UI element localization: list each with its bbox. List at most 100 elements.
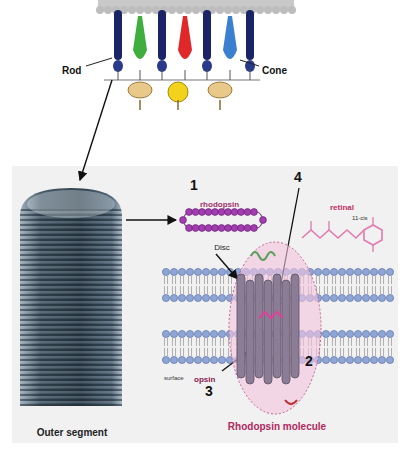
lipid-tail bbox=[164, 286, 165, 294]
lipid-head bbox=[170, 330, 177, 337]
pigment-bump bbox=[168, 6, 176, 14]
disc-stripe bbox=[20, 389, 122, 390]
lipid-tail bbox=[335, 348, 336, 356]
bipolar-cell bbox=[168, 82, 188, 102]
label-slot: Rod bbox=[62, 60, 81, 78]
lipid-tail bbox=[223, 338, 224, 346]
disc-highlight bbox=[20, 287, 122, 288]
lipid-head bbox=[362, 294, 369, 301]
lipid-tail bbox=[372, 286, 373, 294]
lipid-tail bbox=[215, 348, 216, 356]
lipid-head bbox=[354, 356, 361, 363]
part-label: rhodopsin bbox=[200, 201, 239, 210]
disc-highlight bbox=[20, 242, 122, 243]
carbon-chain bbox=[302, 230, 364, 238]
lipid-head bbox=[162, 294, 169, 301]
pigment-bump bbox=[272, 6, 280, 14]
lipid-tail bbox=[196, 276, 197, 284]
disc-stripe bbox=[20, 349, 122, 350]
disc-highlight bbox=[20, 272, 122, 273]
lipid-head bbox=[194, 294, 201, 301]
lipid-tail bbox=[183, 286, 184, 294]
lipid-tail bbox=[327, 276, 328, 284]
lipid-tail bbox=[351, 276, 352, 284]
lipid-tail bbox=[175, 338, 176, 346]
disc-stripe bbox=[20, 299, 122, 300]
part-label: Rhodopsin molecule bbox=[228, 421, 326, 432]
lipid-head bbox=[362, 330, 369, 337]
lipid-head bbox=[202, 356, 209, 363]
lipid-tail bbox=[356, 276, 357, 284]
extracellular-loop bbox=[251, 252, 275, 260]
lipid-tail bbox=[340, 276, 341, 284]
lipid-tail bbox=[196, 286, 197, 294]
lipid-head bbox=[354, 330, 361, 337]
disc-stripe bbox=[20, 334, 122, 335]
lipid-tail bbox=[359, 276, 360, 284]
lipid-tail bbox=[391, 348, 392, 356]
lipid-tail bbox=[327, 348, 328, 356]
helix bbox=[291, 274, 299, 378]
disc-highlight bbox=[20, 302, 122, 303]
lipid-tail bbox=[220, 276, 221, 284]
lipid-tail bbox=[383, 338, 384, 346]
lipid-head bbox=[354, 268, 361, 275]
disc-highlight bbox=[20, 327, 122, 328]
rhodopsin-bead bbox=[260, 217, 267, 224]
lipid-tail bbox=[367, 276, 368, 284]
disc-highlight bbox=[20, 392, 122, 393]
disc-highlight bbox=[20, 347, 122, 348]
lipid-tail bbox=[367, 338, 368, 346]
label-slot: 4 bbox=[294, 168, 302, 186]
text-slot: 1 bbox=[190, 176, 198, 194]
bipolar-cell bbox=[128, 82, 152, 98]
helix bbox=[264, 280, 272, 384]
rhodopsin-bead bbox=[231, 225, 238, 232]
text-slot: Outer segment bbox=[18, 422, 126, 440]
lipid-head bbox=[218, 330, 225, 337]
disc-stripe bbox=[20, 284, 122, 285]
disc-stripe bbox=[20, 369, 122, 370]
lipid-tail bbox=[228, 276, 229, 284]
lipid-tail bbox=[183, 338, 184, 346]
lipid-head bbox=[370, 356, 377, 363]
part-label: retinal bbox=[330, 204, 354, 213]
disc-highlight bbox=[20, 297, 122, 298]
disc-stripe bbox=[20, 279, 122, 280]
disc-stripe bbox=[20, 384, 122, 385]
text-slot: rhodopsin bbox=[200, 193, 239, 211]
label-slot: Cone bbox=[262, 60, 287, 78]
lipid-head bbox=[186, 330, 193, 337]
lipid-tail bbox=[380, 276, 381, 284]
disc-stripe bbox=[20, 264, 122, 265]
lipid-tail bbox=[191, 338, 192, 346]
lipid-head bbox=[378, 268, 385, 275]
lipid-tail bbox=[327, 286, 328, 294]
lipid-head bbox=[330, 294, 337, 301]
lipid-tail bbox=[340, 338, 341, 346]
lipid-head bbox=[218, 268, 225, 275]
disc-stripe bbox=[20, 274, 122, 275]
lipid-tail bbox=[204, 338, 205, 346]
rhodopsin-bead bbox=[199, 225, 206, 232]
lipid-head bbox=[338, 356, 345, 363]
lipid-tail bbox=[391, 276, 392, 284]
lipid-tail bbox=[212, 276, 213, 284]
lipid-head bbox=[386, 356, 393, 363]
leader-line bbox=[240, 60, 259, 66]
helix bbox=[246, 280, 254, 384]
lipid-tail bbox=[220, 286, 221, 294]
helix bbox=[273, 274, 281, 378]
lipid-head bbox=[186, 268, 193, 275]
cell-axon bbox=[207, 70, 208, 80]
pigment-bump bbox=[136, 6, 144, 14]
node-shape bbox=[215, 240, 339, 432]
lipid-tail bbox=[332, 348, 333, 356]
disc-stripe bbox=[20, 344, 122, 345]
lipid-tail bbox=[383, 276, 384, 284]
disc-highlight bbox=[20, 397, 122, 398]
lipid-tail bbox=[196, 338, 197, 346]
lipid-head bbox=[370, 294, 377, 301]
disc-stripe bbox=[20, 319, 122, 320]
pigment-bump bbox=[192, 6, 200, 14]
